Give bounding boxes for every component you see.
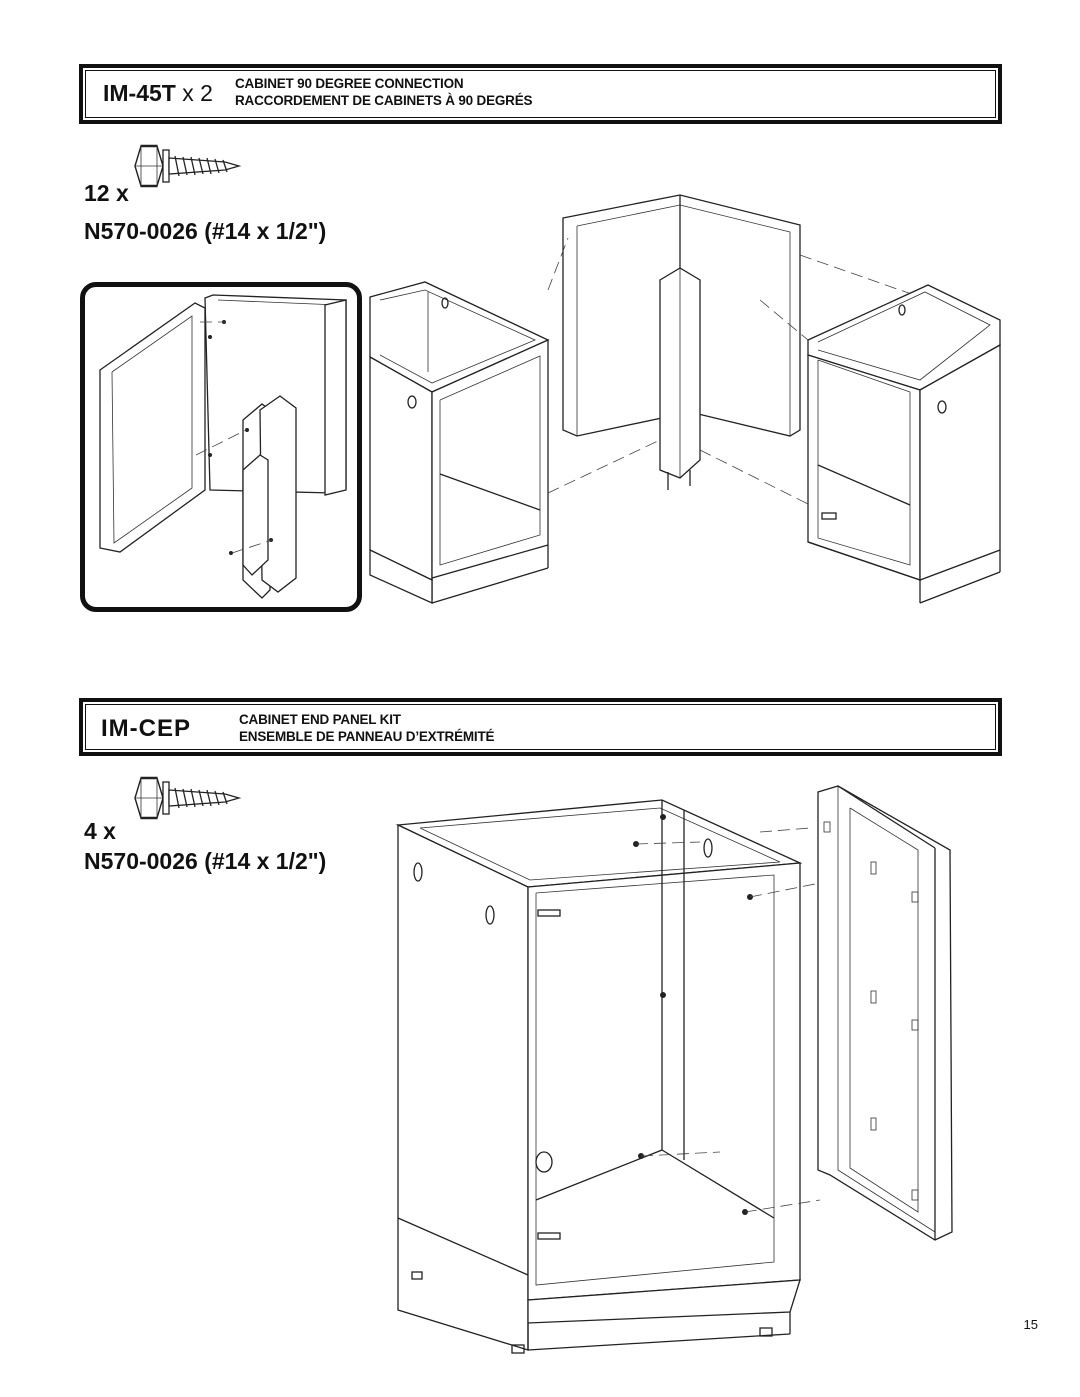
section1-screw-qty: 12 x — [84, 180, 129, 206]
detail-corner-bracket-drawing — [99, 294, 347, 599]
end-panel-cabinet-drawing — [395, 799, 821, 1354]
right-cabinet-drawing — [807, 284, 1001, 604]
left-cabinet-drawing — [369, 281, 550, 605]
section2-screw-qty: 4 x — [84, 818, 116, 844]
section1-screw-part: N570-0026 (#14 x 1/2") — [84, 218, 327, 244]
section1-header: IM-45T x 2 CABINET 90 DEGREE CONNECTION … — [79, 64, 1002, 124]
section2-title: CABINET END PANEL KIT ENSEMBLE DE PANNEA… — [239, 711, 495, 745]
hex-head-screw-icon — [134, 145, 240, 187]
page-number: 15 — [1023, 1317, 1038, 1332]
section2-title-fr: ENSEMBLE DE PANNEAU D’EXTRÉMITÉ — [239, 729, 495, 744]
section2-model: IM-CEP — [101, 715, 191, 742]
section1-title-fr: RACCORDEMENT DE CABINETS À 90 DEGRÉS — [235, 93, 533, 108]
corner-panel-drawing — [547, 194, 1001, 511]
hex-head-screw-icon — [134, 777, 240, 819]
section1-model: IM-45T x 2 — [103, 80, 213, 106]
section2-header: IM-CEP CABINET END PANEL KIT ENSEMBLE DE… — [79, 698, 1002, 756]
section1-title: CABINET 90 DEGREE CONNECTION RACCORDEMEN… — [235, 75, 533, 109]
end-panel-drawing — [817, 785, 953, 1241]
section1-title-en: CABINET 90 DEGREE CONNECTION — [235, 76, 464, 91]
section2-title-en: CABINET END PANEL KIT — [239, 712, 401, 727]
section2-screw-part: N570-0026 (#14 x 1/2") — [84, 848, 327, 874]
